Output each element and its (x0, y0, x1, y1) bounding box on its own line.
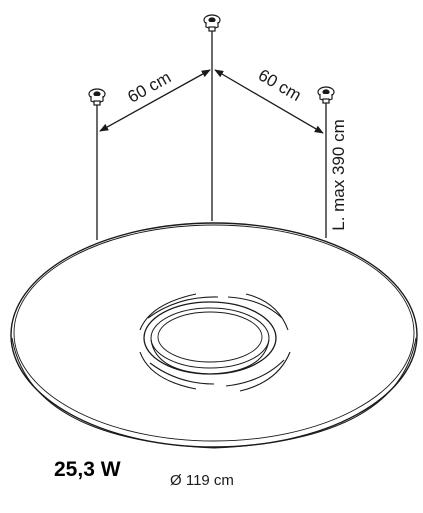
lamp-disc (10, 222, 418, 449)
ceiling-anchor-icon (203, 14, 221, 32)
suspension-cables (96, 28, 327, 240)
module-outer-ring (143, 301, 277, 375)
ceiling-anchor-icon (317, 86, 335, 104)
right-span-label: 60 cm (255, 65, 305, 105)
span-arrows (99, 69, 324, 134)
disc-edge-thickness (11, 337, 417, 449)
left-span-label: 60 cm (124, 68, 174, 107)
module-mid-ring (150, 307, 270, 369)
right-span-arrow (214, 69, 324, 134)
left-span-arrow (99, 69, 211, 132)
module-light-surface (150, 339, 270, 375)
power-label: 25,3 W (54, 458, 121, 481)
disc-outer-rim (10, 222, 418, 448)
ceiling-anchor-icon (88, 88, 106, 106)
disc-inner-rim (13, 224, 415, 442)
cable-length-label: L. max 390 cm (329, 119, 348, 231)
light-arcs (139, 293, 291, 392)
module-inner-ring (157, 311, 263, 363)
diameter-label: Ø 119 cm (170, 472, 234, 489)
center-module (143, 301, 277, 375)
